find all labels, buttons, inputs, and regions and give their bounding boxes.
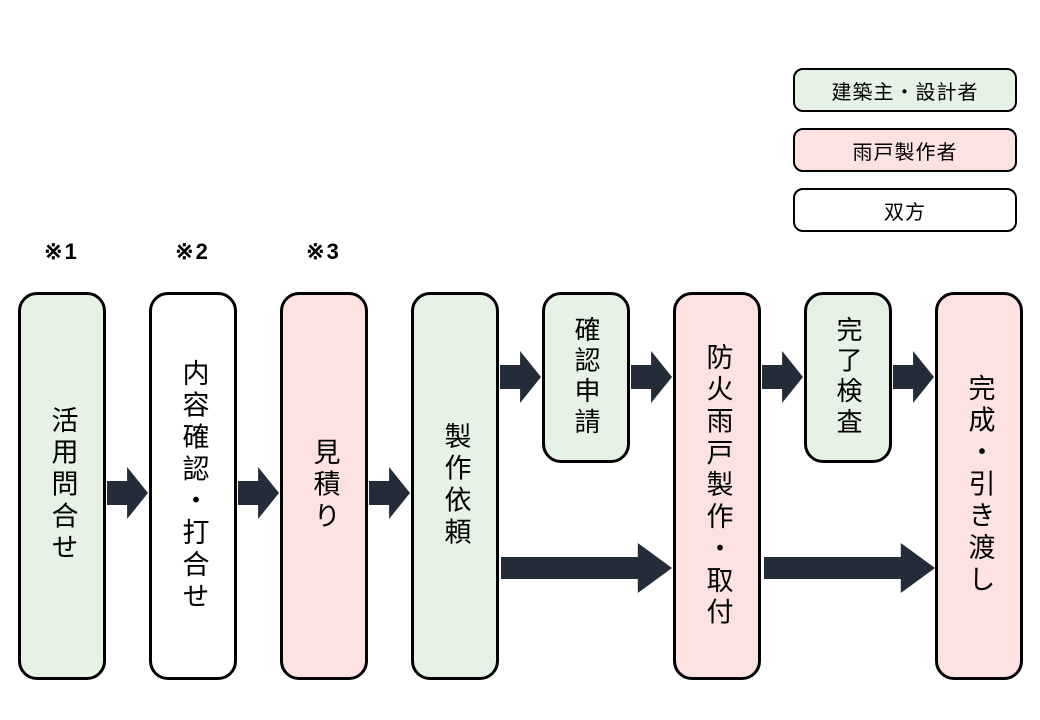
step-label: 製作依頼 bbox=[440, 422, 471, 550]
note-1: ※1 bbox=[44, 239, 79, 264]
step-label: 防火雨戸製作・取付 bbox=[702, 342, 733, 630]
legend-item-shutter-maker: 雨戸製作者 bbox=[793, 128, 1017, 172]
step-inquiry: 活用問合せ bbox=[18, 292, 106, 680]
note-2: ※2 bbox=[175, 239, 210, 264]
arrow-icon-step4-step5 bbox=[500, 351, 541, 403]
note-3: ※3 bbox=[306, 239, 341, 264]
arrow-icon-step4-step6-direct bbox=[501, 543, 672, 593]
arrow-icon-step7-step8 bbox=[893, 351, 934, 403]
arrow-icon-step2-step3 bbox=[238, 467, 279, 519]
step-shutter-production-installation: 防火雨戸製作・取付 bbox=[673, 292, 761, 680]
legend-item-owner-designer: 建築主・設計者 bbox=[793, 68, 1017, 112]
step-estimate: 見積り bbox=[280, 292, 368, 680]
arrow-icon-step6-step8-direct bbox=[764, 543, 935, 593]
step-label: 内容確認・打合せ bbox=[178, 358, 209, 614]
step-production-request: 製作依頼 bbox=[411, 292, 499, 680]
step-completion-inspection: 完了検査 bbox=[804, 292, 892, 463]
step-label: 完了検査 bbox=[833, 316, 863, 439]
step-label: 完成・引き渡し bbox=[964, 374, 995, 598]
arrow-icon-step1-step2 bbox=[107, 467, 148, 519]
legend-item-label: 双方 bbox=[884, 201, 926, 224]
arrow-icon-step3-step4 bbox=[369, 467, 410, 519]
arrow-icon-step6-step7 bbox=[762, 351, 803, 403]
step-label: 見積り bbox=[309, 438, 340, 534]
legend-item-label: 建築主・設計者 bbox=[831, 81, 979, 104]
step-content-confirmation-meeting: 内容確認・打合せ bbox=[149, 292, 237, 680]
arrow-icon-step5-step6 bbox=[631, 351, 672, 403]
step-label: 活用問合せ bbox=[47, 406, 78, 566]
step-confirmation-application: 確認申請 bbox=[542, 292, 630, 463]
step-label: 確認申請 bbox=[571, 316, 601, 439]
step-completion-handover: 完成・引き渡し bbox=[935, 292, 1023, 680]
legend-item-label: 雨戸製作者 bbox=[852, 141, 958, 164]
legend-item-both: 双方 bbox=[793, 188, 1017, 232]
